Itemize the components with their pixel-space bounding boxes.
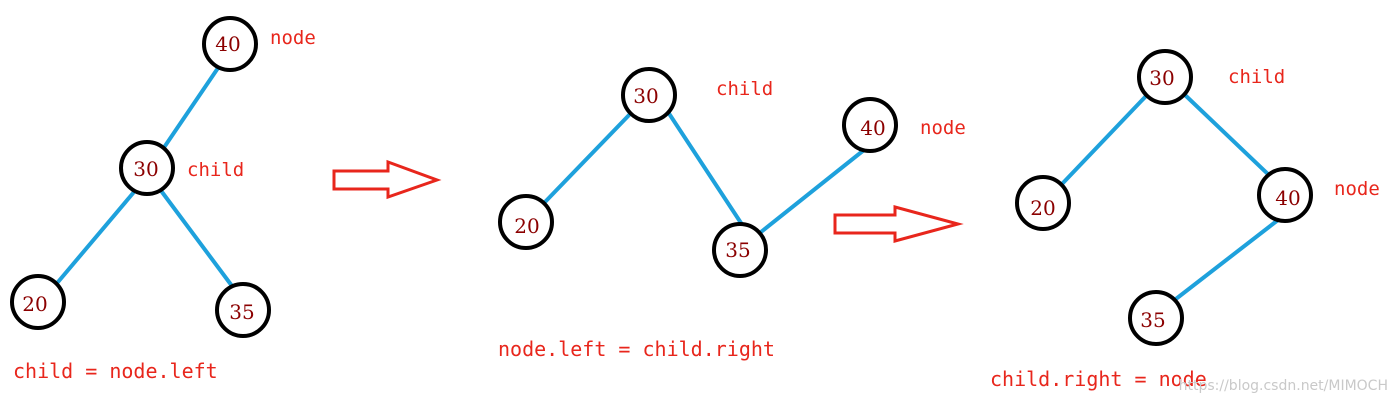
node-35-value: 35 xyxy=(229,300,254,324)
node-40: 40 xyxy=(202,16,258,72)
node-40-value: 40 xyxy=(860,116,885,140)
node-20: 20 xyxy=(1015,175,1071,231)
node-30-value: 30 xyxy=(633,84,658,108)
watermark: https://blog.csdn.net/MIMOCH xyxy=(1179,378,1388,394)
node-40-value: 40 xyxy=(1275,186,1300,210)
node-40: 40 xyxy=(842,97,898,153)
node-30: 30 xyxy=(119,140,175,196)
node-20-value: 20 xyxy=(514,214,539,238)
node-30-value: 30 xyxy=(133,157,158,181)
caption-3: child.right = node xyxy=(990,367,1207,391)
right-arrow-2 xyxy=(833,205,964,243)
edge-30-20 xyxy=(543,110,634,204)
node-40: 40 xyxy=(1257,167,1313,223)
edge-30-20 xyxy=(56,190,136,284)
node-20-value: 20 xyxy=(1030,196,1055,220)
panel-1: 40 30 20 35 node child child = node.left xyxy=(10,16,316,383)
panel-2: 30 20 35 40 child node node.left = child… xyxy=(498,67,966,361)
caption-1: child = node.left xyxy=(13,359,218,383)
child-label: child xyxy=(716,78,773,100)
child-label: child xyxy=(187,159,244,181)
edge-30-40 xyxy=(1183,93,1272,178)
node-40-value: 40 xyxy=(215,32,240,56)
edge-30-20 xyxy=(1060,93,1149,186)
node-35: 35 xyxy=(712,222,768,278)
edge-40-35 xyxy=(1170,218,1280,304)
node-20: 20 xyxy=(10,274,66,330)
node-30: 30 xyxy=(621,67,677,123)
node-35: 35 xyxy=(215,282,271,338)
node-35-value: 35 xyxy=(725,238,750,262)
edge-40-30 xyxy=(163,66,220,148)
child-label: child xyxy=(1228,66,1285,88)
panel-3: 30 20 40 35 child node child.right = nod… xyxy=(990,49,1380,391)
node-20-value: 20 xyxy=(22,292,47,316)
node-label: node xyxy=(270,27,316,49)
node-35: 35 xyxy=(1128,290,1184,346)
node-30-value: 30 xyxy=(1149,66,1174,90)
node-30: 30 xyxy=(1137,49,1193,105)
right-arrow-1 xyxy=(332,159,442,200)
node-label: node xyxy=(1334,178,1380,200)
edge-40-35 xyxy=(754,148,866,238)
edge-30-35 xyxy=(160,190,234,288)
node-35-value: 35 xyxy=(1140,308,1165,332)
node-label: node xyxy=(920,117,966,139)
caption-2: node.left = child.right xyxy=(498,337,775,361)
edge-30-35 xyxy=(666,110,745,228)
node-20: 20 xyxy=(498,194,554,250)
